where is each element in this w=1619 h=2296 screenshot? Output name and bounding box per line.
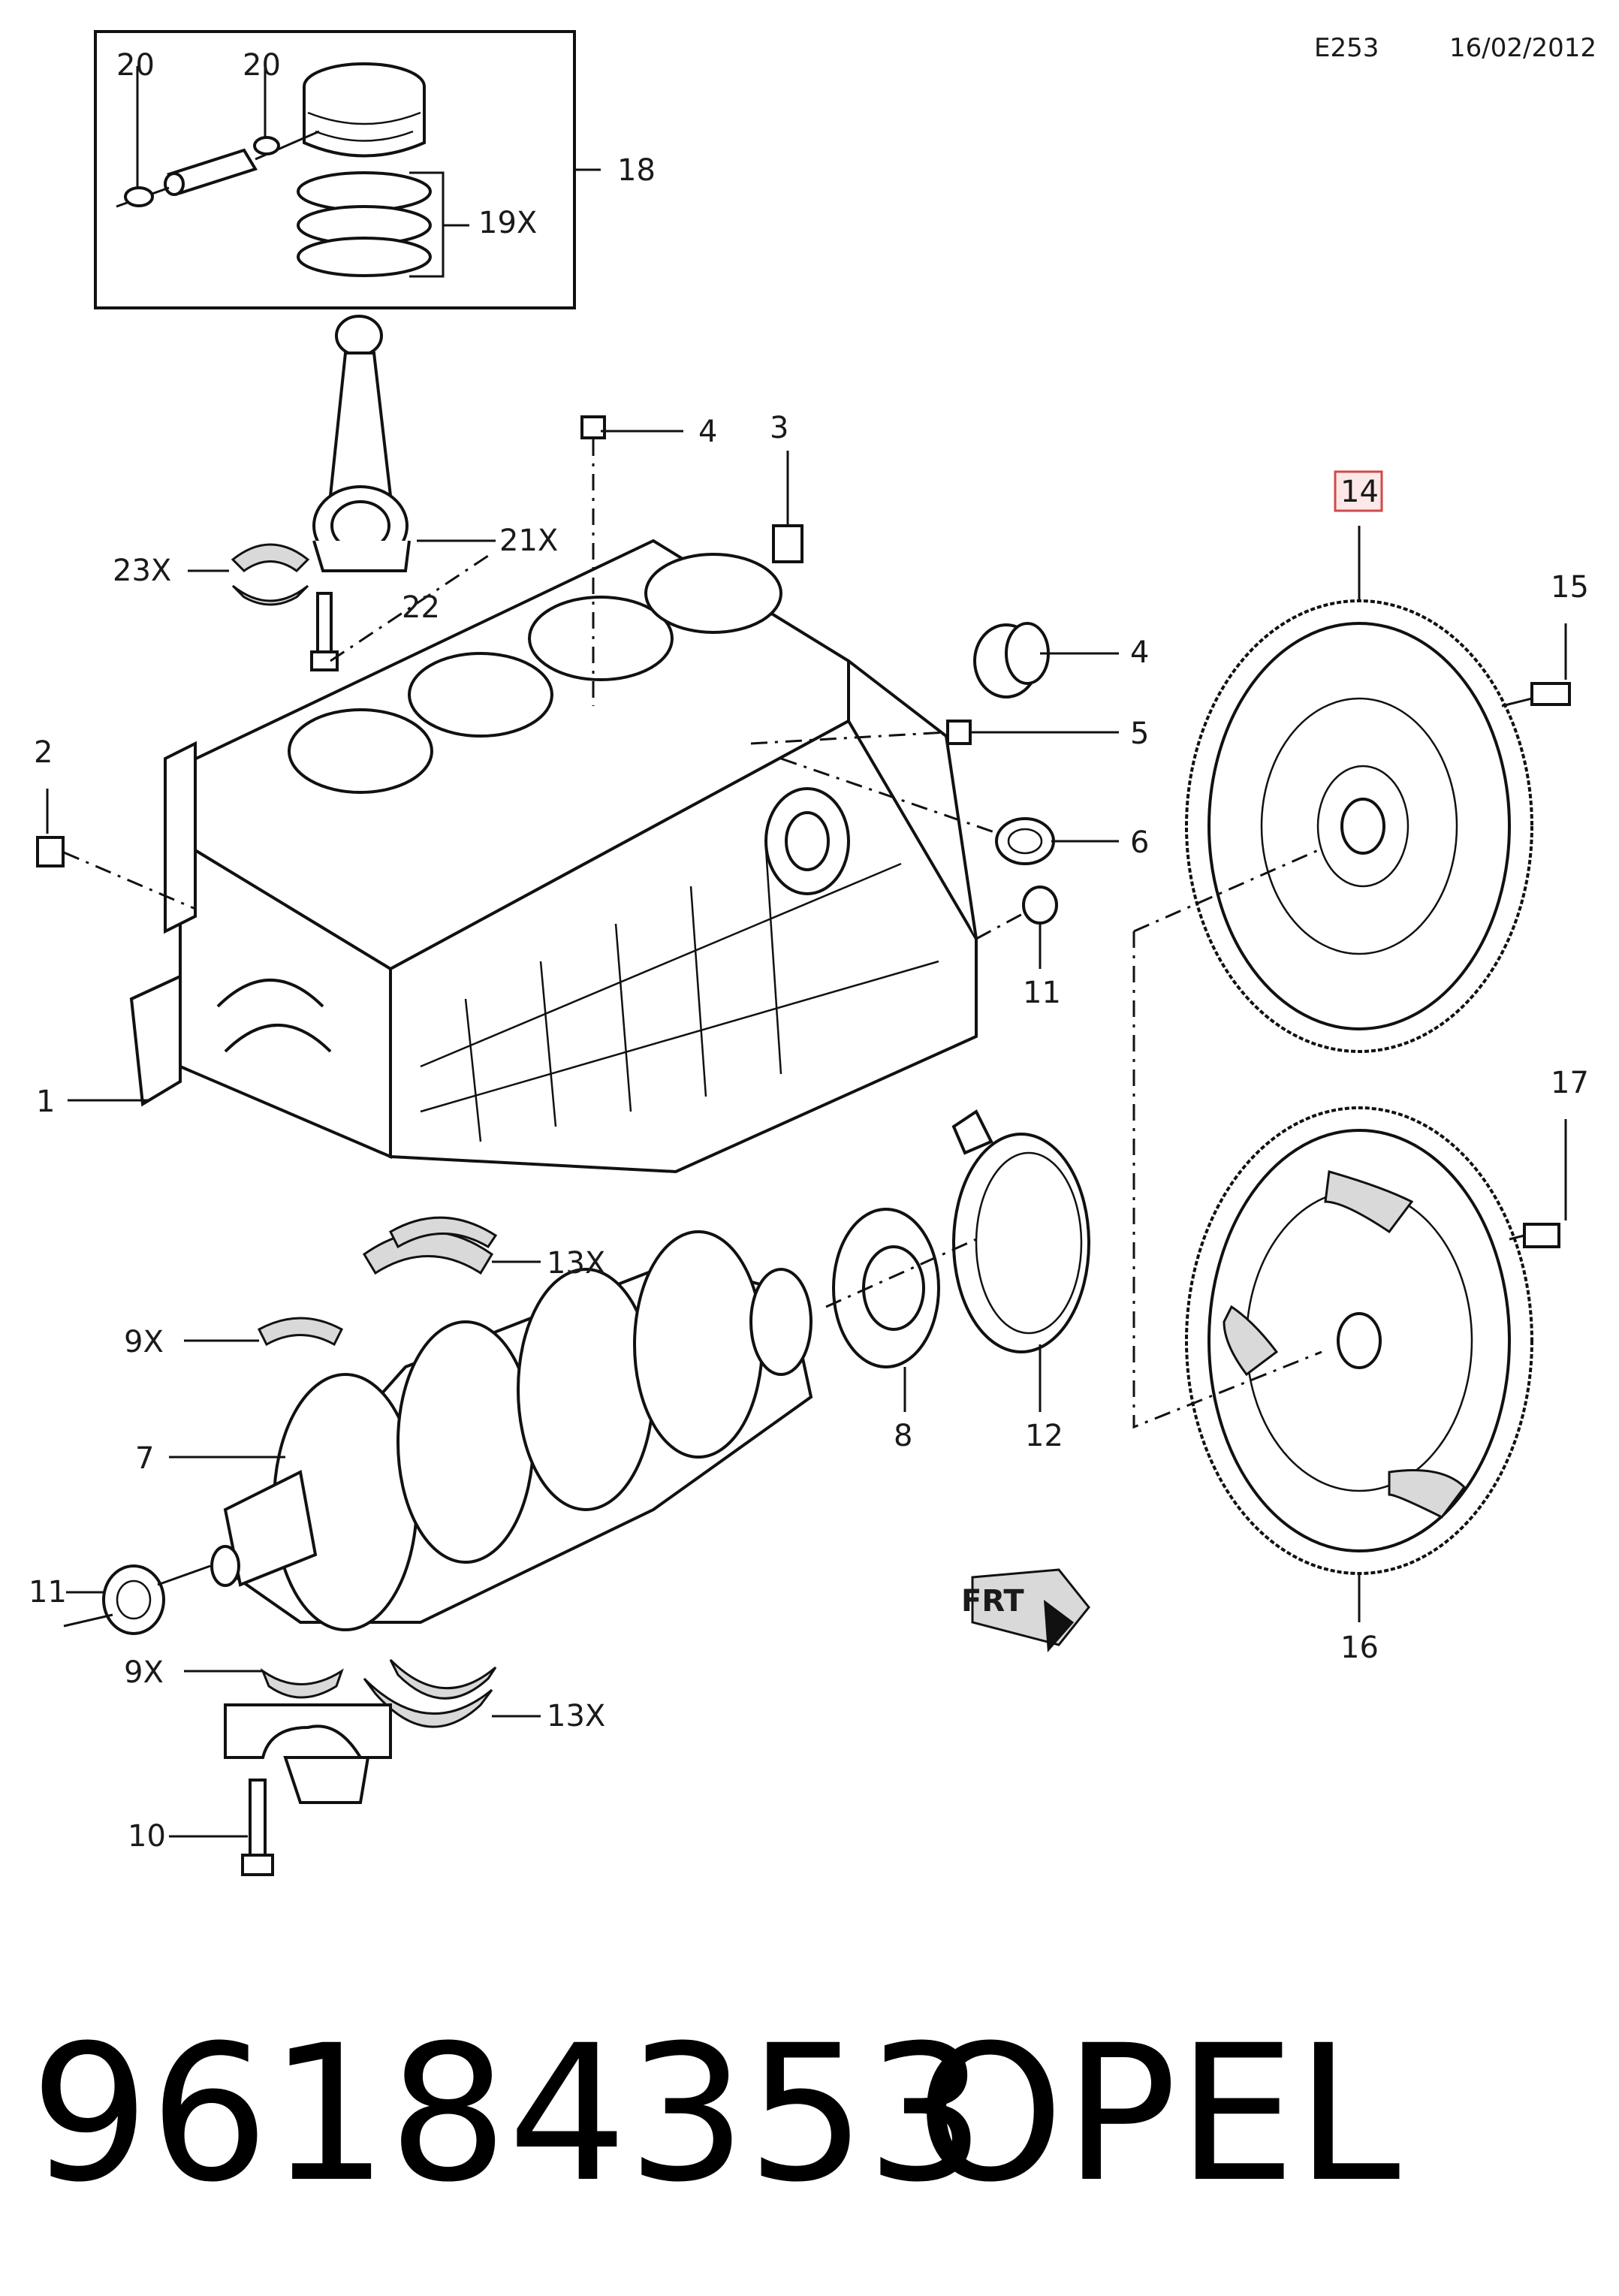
cup-plug-4-part <box>973 622 1050 698</box>
callout-6: 6 <box>1130 825 1149 860</box>
rod-bearing-shell-part <box>231 543 310 606</box>
flywheel-bolt-15-part <box>1501 682 1571 708</box>
callout-11-upper: 11 <box>1023 976 1061 1010</box>
callout-2: 2 <box>34 735 53 770</box>
brand-name: OPEL <box>916 2005 1400 2223</box>
callout-13x-lower: 13X <box>547 1699 605 1733</box>
callout-9x-upper: 9X <box>124 1325 164 1359</box>
dowel-pin-top-part <box>580 415 606 439</box>
callout-23x: 23X <box>113 554 171 588</box>
callout-14: 14 <box>1340 475 1379 509</box>
callout-5: 5 <box>1130 717 1149 751</box>
diagram-code: E253 <box>1314 33 1379 63</box>
callout-13x-upper: 13X <box>547 1246 605 1281</box>
circlip-left-part <box>124 186 154 207</box>
front-marker-label: FRT <box>961 1584 1024 1619</box>
callout-18: 18 <box>617 153 656 188</box>
cylinder-block-part <box>129 539 978 1174</box>
flexplate-16-part <box>1185 1106 1533 1575</box>
main-bearing-upper-9x-part <box>258 1317 343 1347</box>
callout-4-top: 4 <box>698 415 717 449</box>
callout-10: 10 <box>128 1819 166 1854</box>
part-number: 96184353 <box>30 2005 986 2223</box>
callout-4-right: 4 <box>1130 635 1149 670</box>
main-bearing-lower-13x-part <box>363 1658 497 1728</box>
thrust-washer-8-part <box>832 1208 940 1368</box>
callout-11-lower: 11 <box>29 1575 67 1610</box>
plug-2-part <box>36 836 65 867</box>
seal-11-upper-part <box>1022 886 1058 925</box>
front-direction-marker: FRT <box>961 1568 1090 1652</box>
piston-rings-part <box>297 171 432 277</box>
main-bearing-upper-13x-part <box>362 1216 498 1275</box>
circlip-right-part <box>253 136 280 155</box>
main-bearing-lower-9x-part <box>260 1667 344 1699</box>
connecting-rod-part <box>312 315 411 572</box>
rod-bolt-part <box>310 592 339 671</box>
flywheel-14-part <box>1185 599 1533 1053</box>
flexplate-bolt-17-part <box>1509 1223 1560 1248</box>
front-arrow-icon <box>1044 1600 1074 1652</box>
callout-9x-lower: 9X <box>124 1655 164 1690</box>
part-footer: 96184353 OPEL <box>0 2002 1619 2227</box>
sleeve-3-part <box>772 524 803 563</box>
piston-part <box>303 62 426 158</box>
callout-20-right: 20 <box>243 48 281 83</box>
callout-7: 7 <box>135 1441 154 1476</box>
callout-22: 22 <box>402 590 440 625</box>
callout-17: 17 <box>1551 1066 1589 1100</box>
callout-8: 8 <box>894 1419 912 1453</box>
diagram-date: 16/02/2012 <box>1449 33 1596 63</box>
callout-21x: 21X <box>499 523 558 558</box>
callout-15: 15 <box>1551 570 1589 605</box>
callout-14-highlight: 14 <box>1334 470 1383 512</box>
piston-assembly-inset <box>94 30 601 309</box>
callout-19x: 19X <box>478 206 537 240</box>
front-seal-11-part <box>102 1564 165 1635</box>
cap-bolt-10-part <box>241 1779 274 1876</box>
plug-5-part <box>946 720 972 745</box>
seal-6-part <box>995 817 1055 865</box>
callout-20-left: 20 <box>116 48 155 83</box>
callout-12: 12 <box>1025 1419 1063 1453</box>
callout-3: 3 <box>770 411 788 445</box>
callout-16: 16 <box>1340 1631 1379 1665</box>
crankshaft-part <box>210 1230 813 1631</box>
rear-seal-12-part <box>951 1109 1090 1353</box>
callout-1: 1 <box>36 1085 55 1119</box>
main-bearing-cap-part <box>224 1703 392 1804</box>
